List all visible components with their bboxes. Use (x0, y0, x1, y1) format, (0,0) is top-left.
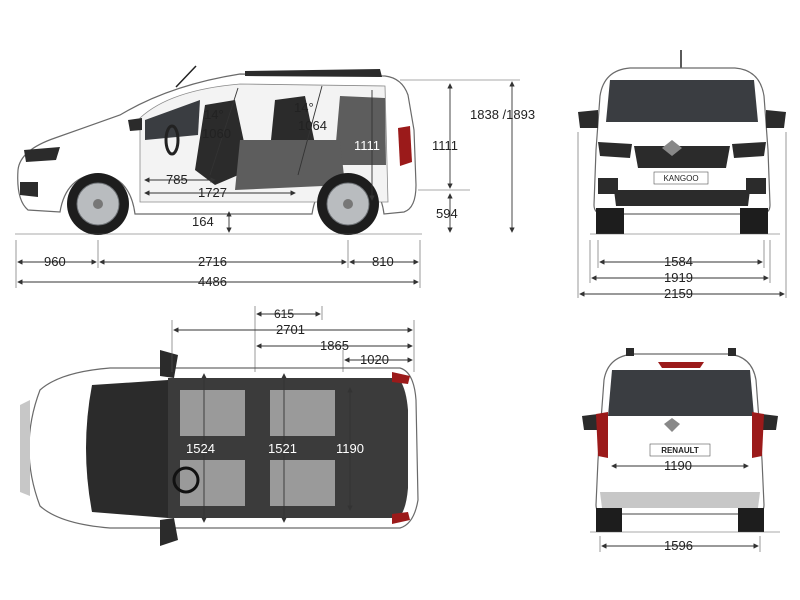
rear-track: 1596 (664, 538, 693, 553)
front-headroom: 1060 (202, 126, 231, 141)
cargo-height: 1111 (354, 138, 380, 153)
rear-badge: RENAULT (661, 446, 699, 455)
width-front-seat: 1524 (186, 441, 215, 456)
interior-height: 1111 (432, 138, 458, 153)
seat-gap: 615 (274, 307, 294, 321)
top-view: 615 2701 1865 1020 1524 1521 1190 (20, 306, 419, 546)
overall-height: 1838 /1893 (470, 107, 535, 122)
angle-front: 14° (204, 107, 224, 122)
load-length-row2: 1865 (320, 338, 349, 353)
overall-length: 4486 (198, 274, 227, 289)
angle-rear: 14° (294, 100, 314, 115)
wheelbase: 2716 (198, 254, 227, 269)
width-between-arches: 1190 (336, 441, 364, 456)
sill-height: 594 (436, 206, 458, 221)
front-view: KANGOO 1584 1919 2159 (577, 50, 787, 301)
rear-wheel (317, 173, 379, 235)
cargo-length: 1727 (198, 185, 227, 200)
rear-headroom: 1064 (298, 118, 327, 133)
side-view: 14° 1060 14° 1064 785 1727 1111 164 1111… (15, 65, 535, 289)
front-badge: KANGOO (663, 174, 698, 183)
front-width: 1919 (664, 270, 693, 285)
front-wheel (67, 173, 129, 235)
rear-overhang: 810 (372, 254, 394, 269)
load-length-row3: 1020 (360, 352, 389, 367)
width-with-mirrors: 2159 (664, 286, 693, 301)
front-track: 1584 (664, 254, 693, 269)
rear-view: RENAULT 1190 1596 (582, 348, 780, 553)
width-rear-seat: 1521 (268, 441, 297, 456)
load-length-max: 2701 (276, 322, 305, 337)
front-legroom: 785 (166, 172, 188, 187)
ground-clearance: 164 (192, 214, 214, 229)
tailgate-width: 1190 (664, 458, 692, 473)
front-overhang: 960 (44, 254, 66, 269)
